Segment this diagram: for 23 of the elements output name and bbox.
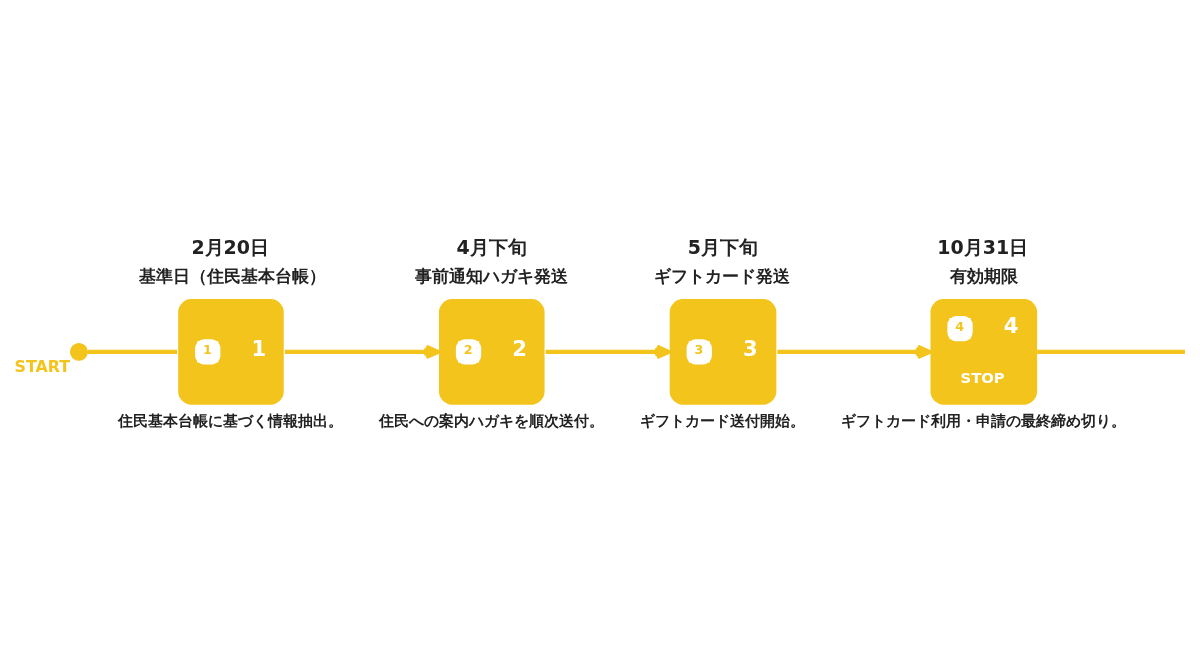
node-box: 2 2 [439, 299, 545, 405]
connector [87, 349, 178, 354]
arrow [284, 344, 441, 360]
node-box: 1 1 [178, 299, 284, 405]
node-label: 住民への案内ハガキを順次送付。 [378, 412, 604, 430]
node-label: ギフトカード発送 [654, 266, 791, 286]
node-label: ギフトカード送付開始。 [640, 412, 806, 430]
node-label: 基準日（住民基本台帳） [139, 266, 327, 286]
arrow [545, 344, 671, 360]
node-circle [69, 342, 88, 361]
connector [1037, 349, 1185, 354]
node-label: 2月20日 [191, 236, 270, 259]
node-label: ギフトカード利用・申請の最終締め切り。 [840, 412, 1126, 430]
node-label: 事前通知ハガキ発送 [415, 266, 569, 286]
node-label: 有効期限 [950, 266, 1019, 286]
node-label: 4月下旬 [456, 236, 527, 259]
arrow [777, 344, 932, 360]
node-label: 住民基本台帳に基づく情報抽出。 [118, 412, 344, 430]
node-label: START [14, 356, 71, 376]
node-box: 3 3 [669, 299, 777, 405]
node-label: 10月31日 [937, 236, 1029, 259]
node-label: 5月下旬 [687, 236, 758, 259]
node-box: 4 4 STOP [930, 299, 1038, 405]
